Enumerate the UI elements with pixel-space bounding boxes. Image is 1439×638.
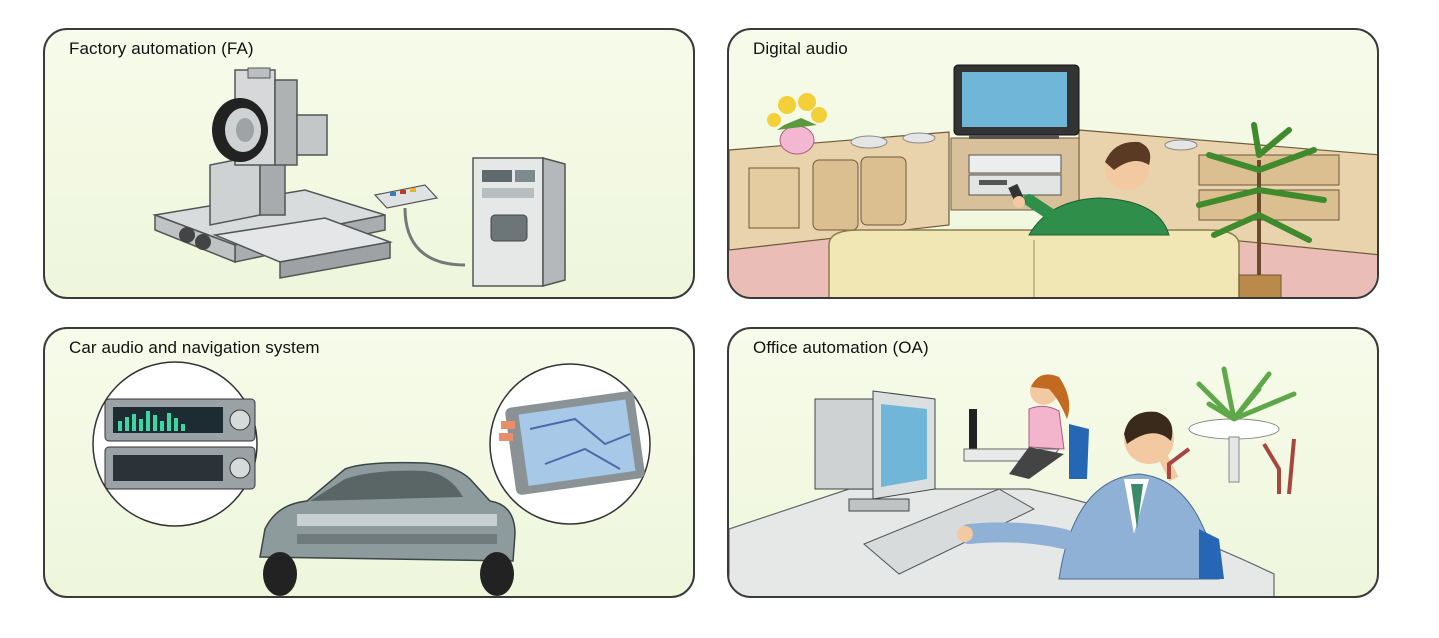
- man-with-remote: [1008, 141, 1170, 236]
- car-stereo-inset: [92, 361, 258, 527]
- panel-title: Digital audio: [753, 39, 848, 58]
- keyboard: [863, 488, 1036, 575]
- compact-disc: [850, 135, 888, 149]
- compact-disc: [1164, 139, 1198, 151]
- wall-cabinets: [729, 129, 1377, 256]
- panel-factory-automation: Factory automation (FA): [43, 28, 695, 299]
- potted-plant: [1196, 122, 1327, 297]
- factory-machine-illustration: [152, 67, 566, 287]
- compact-disc: [902, 132, 936, 144]
- computer-monitor: [814, 390, 936, 512]
- car: [259, 461, 516, 596]
- navigation-map-inset: [489, 363, 651, 525]
- panel-title: Factory automation (FA): [69, 39, 254, 58]
- woman-at-computer: [963, 374, 1089, 479]
- car-illustration: [92, 361, 651, 596]
- living-room-illustration: [729, 64, 1377, 297]
- television: [953, 64, 1080, 139]
- office-illustration: [729, 366, 1297, 596]
- panel-car-audio: Car audio and navigation system: [43, 327, 695, 598]
- panel-title: Car audio and navigation system: [69, 338, 320, 357]
- milling-machine: [152, 67, 466, 279]
- meeting-table: [1167, 366, 1297, 495]
- panel-digital-audio: Digital audio: [727, 28, 1379, 299]
- sofa: [828, 229, 1240, 297]
- panel-office-automation: Office automation (OA): [727, 327, 1379, 598]
- control-cabinet: [472, 157, 566, 287]
- panel-title: Office automation (OA): [753, 338, 929, 357]
- flower-vase: [767, 93, 827, 155]
- man-on-phone: [957, 411, 1224, 580]
